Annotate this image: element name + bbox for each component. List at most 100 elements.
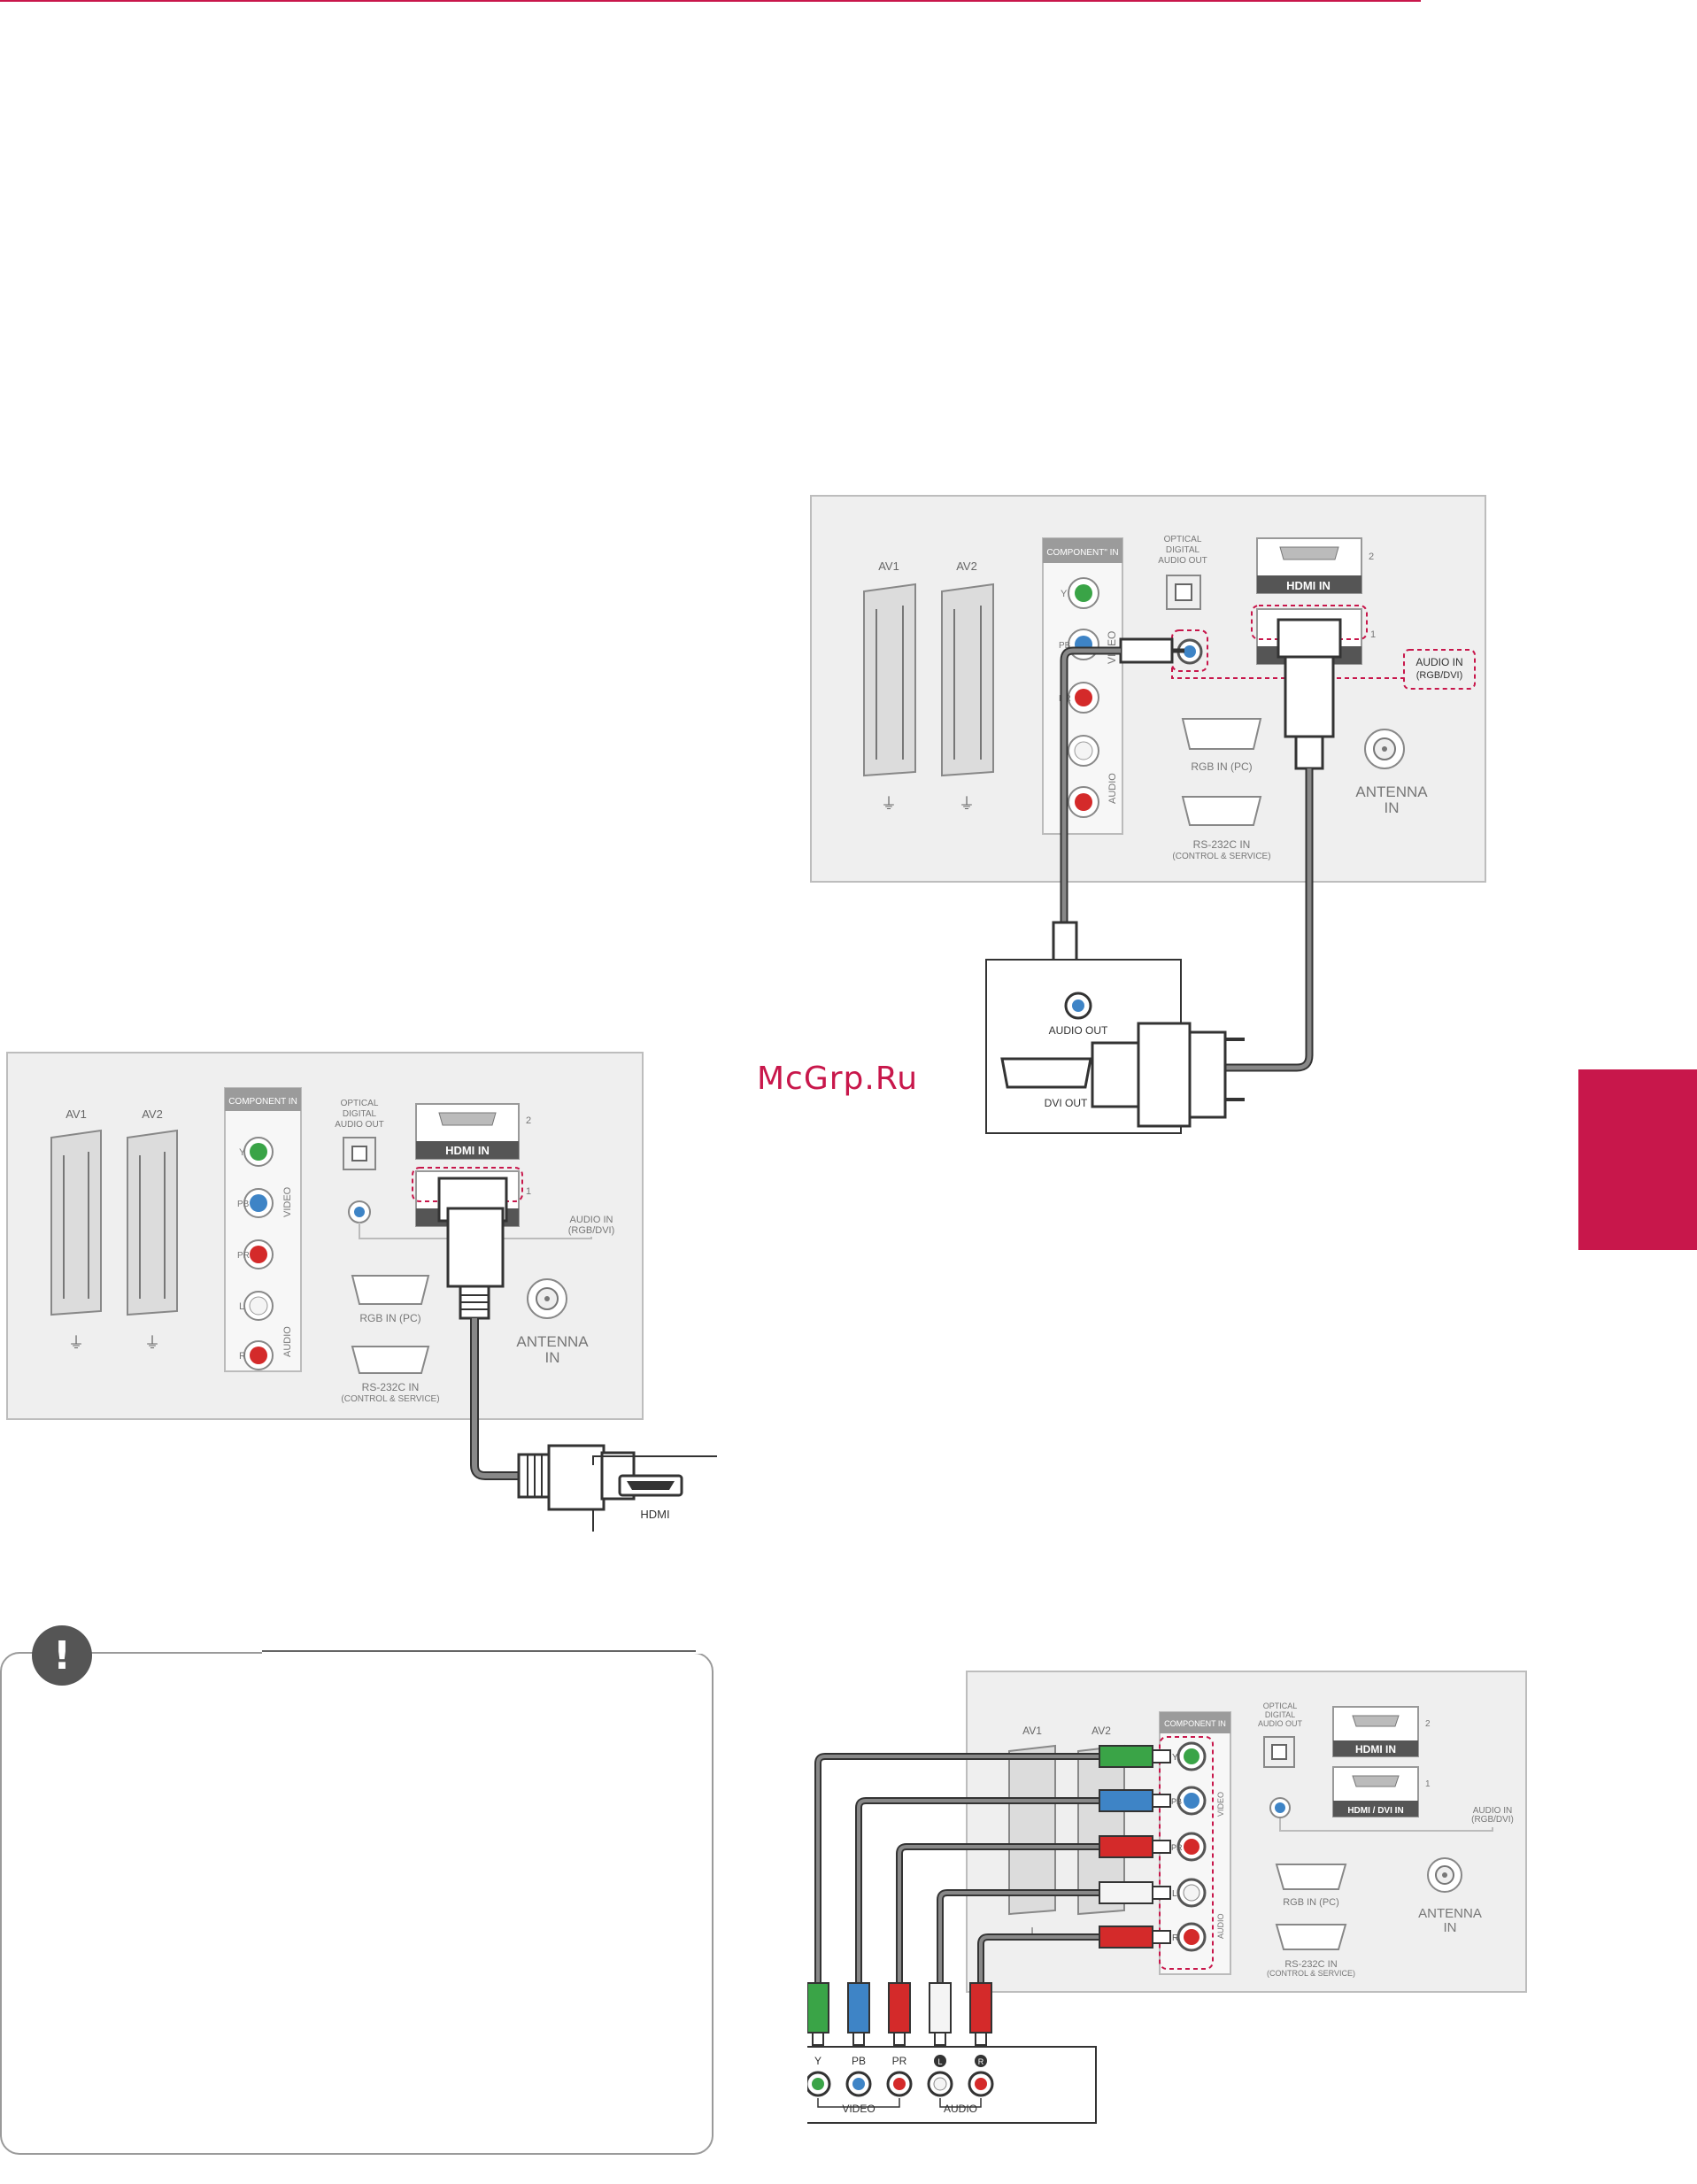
av1-label: AV1 bbox=[878, 560, 899, 573]
device-audio-out-label: AUDIO OUT bbox=[1049, 1024, 1108, 1037]
pb-label: PB bbox=[237, 1200, 250, 1209]
device-hdmi-label: HDMI bbox=[640, 1508, 669, 1521]
audio-in-sub-label: (RGB/DVI) bbox=[1471, 1815, 1514, 1825]
port-1-label: 1 bbox=[1425, 1779, 1431, 1789]
optical-label-3: AUDIO OUT bbox=[1258, 1719, 1303, 1728]
rgb-in-label: RGB IN (PC) bbox=[1283, 1897, 1339, 1908]
optical-label-2: DIGITAL bbox=[343, 1109, 377, 1119]
port-1-label: 1 bbox=[1370, 629, 1376, 640]
rs232c-sub-label: (CONTROL & SERVICE) bbox=[1172, 852, 1270, 861]
y-label: Y bbox=[1061, 589, 1068, 599]
scart-av2 bbox=[941, 583, 994, 777]
audio-plug bbox=[1119, 637, 1174, 664]
device-rca-plug-pb bbox=[847, 1982, 870, 2034]
rca-plug-l bbox=[1099, 1881, 1153, 1904]
top-rule bbox=[0, 0, 1421, 2]
hdmi-connection-diagram: AV1 AV2 ⏚ ⏚ COMPONENT IN Y PB PR L R VID… bbox=[6, 1052, 717, 1532]
device-rca-plug-y bbox=[807, 1982, 829, 2034]
device-pb-label: PB bbox=[852, 2055, 866, 2067]
audio-in-label: AUDIO IN bbox=[1415, 656, 1462, 668]
antenna-label: ANTENNA bbox=[1418, 1906, 1482, 1921]
rs232c-port bbox=[351, 1346, 430, 1374]
l-label: L bbox=[239, 1301, 244, 1312]
av2-label: AV2 bbox=[1091, 1725, 1111, 1737]
note-box bbox=[0, 1652, 714, 2155]
dvi-plug bbox=[1091, 1041, 1140, 1108]
device-dvi-port bbox=[1000, 1057, 1092, 1089]
optical-label-1: OPTICAL bbox=[1164, 535, 1202, 544]
component-in-label: COMPONENT IN bbox=[1164, 1719, 1226, 1728]
av1-label: AV1 bbox=[66, 1107, 87, 1121]
ground-icon: ⏚ bbox=[68, 1334, 84, 1352]
optical-label-2: DIGITAL bbox=[1166, 545, 1200, 555]
optical-label-3: AUDIO OUT bbox=[1158, 556, 1207, 566]
scart-av1 bbox=[863, 583, 916, 777]
optical-label-2: DIGITAL bbox=[1265, 1710, 1295, 1719]
device-pr-label: PR bbox=[892, 2055, 907, 2067]
hdmi-plug-body bbox=[1284, 655, 1335, 738]
component-jacks bbox=[243, 1137, 274, 1370]
device-audio-label: AUDIO bbox=[944, 2103, 977, 2115]
rgb-in-port bbox=[351, 1275, 430, 1305]
antenna-in-label: IN bbox=[1385, 799, 1400, 816]
audio-in-sub-label: (RGB/DVI) bbox=[1416, 670, 1463, 681]
scart-pins bbox=[63, 1152, 166, 1299]
audio-in-label-highlight bbox=[1403, 649, 1476, 690]
chapter-side-tab bbox=[1578, 1069, 1697, 1250]
tv-rear-panel bbox=[810, 495, 1486, 883]
rs232c-sub-label: (CONTROL & SERVICE) bbox=[1267, 1969, 1355, 1978]
av1-label: AV1 bbox=[1022, 1725, 1042, 1737]
dvi-hdmi-connection-diagram: AV1 AV2 ⏚ ⏚ COMPONENT" IN Y PB PR L R VI… bbox=[810, 495, 1486, 1134]
rs232c-label: RS-232C IN bbox=[1193, 838, 1251, 851]
device-dvi-out-label: DVI OUT bbox=[1045, 1097, 1088, 1109]
rca-plug-pb bbox=[1099, 1789, 1153, 1812]
y-label: Y bbox=[239, 1147, 246, 1158]
port-2-label: 2 bbox=[526, 1115, 531, 1126]
hdmi-plug-connector bbox=[1277, 618, 1342, 659]
rgb-in-port bbox=[1181, 718, 1262, 750]
tv-rear-panel bbox=[6, 1052, 644, 1420]
pr-label: PR bbox=[1171, 1843, 1183, 1852]
rgb-in-label: RGB IN (PC) bbox=[1191, 760, 1252, 773]
ground-icon: ⏚ bbox=[959, 795, 975, 813]
ground-icon: ⏚ bbox=[144, 1334, 160, 1352]
scart-av1 bbox=[50, 1129, 102, 1316]
port-1-label: 1 bbox=[526, 1186, 531, 1197]
ground-icon: ⏚ bbox=[881, 795, 897, 813]
antenna-label: ANTENNA bbox=[1355, 783, 1428, 800]
device-rca-plug-r bbox=[969, 1982, 992, 2034]
port-2-label: 2 bbox=[1425, 1719, 1431, 1729]
optical-label-3: AUDIO OUT bbox=[335, 1120, 384, 1130]
video-bracket-label: VIDEO bbox=[1216, 1792, 1225, 1817]
rs232c-label: RS-232C IN bbox=[1284, 1959, 1337, 1970]
pb-label: PB bbox=[1171, 1797, 1182, 1806]
hdmi-2-label: HDMI IN bbox=[1355, 1743, 1396, 1756]
r-label: R bbox=[239, 1351, 246, 1362]
device-y-label: Y bbox=[814, 2055, 822, 2067]
component-block bbox=[224, 1087, 302, 1372]
device-rca-plug-pr bbox=[888, 1982, 911, 2034]
rgb-in-port bbox=[1275, 1864, 1347, 1890]
hdmi-2-label: HDMI IN bbox=[1286, 579, 1331, 592]
optical-label-1: OPTICAL bbox=[1263, 1702, 1298, 1710]
av2-label: AV2 bbox=[142, 1107, 163, 1121]
rs232c-port bbox=[1181, 796, 1262, 826]
rs232c-port bbox=[1275, 1924, 1347, 1950]
device-l-label: L bbox=[937, 2057, 942, 2066]
rgb-in-label: RGB IN (PC) bbox=[359, 1312, 420, 1324]
note-header-rule bbox=[262, 1650, 696, 1652]
scart-av1 bbox=[1008, 1744, 1056, 1916]
component-in-label: COMPONENT IN bbox=[228, 1097, 297, 1107]
antenna-in-label: IN bbox=[545, 1349, 560, 1366]
hdmi-1-label: HDMI / DVI IN bbox=[1347, 1806, 1403, 1816]
rca-plug-r bbox=[1099, 1925, 1153, 1949]
optical-label-1: OPTICAL bbox=[341, 1099, 379, 1108]
port-2-label: 2 bbox=[1369, 552, 1374, 562]
device-video-label: VIDEO bbox=[842, 2103, 875, 2115]
component-connection-diagram: AV1 AV2 ⏚ COMPONENT IN Y PB PR L R VIDEO… bbox=[807, 1671, 1527, 2124]
audio-in-sub-label: (RGB/DVI) bbox=[568, 1225, 615, 1236]
component-highlight bbox=[1159, 1736, 1214, 1970]
r-label: R bbox=[1172, 1933, 1178, 1943]
audio-bracket-label: AUDIO bbox=[1107, 773, 1118, 804]
audio-in-label: AUDIO IN bbox=[1473, 1806, 1512, 1816]
